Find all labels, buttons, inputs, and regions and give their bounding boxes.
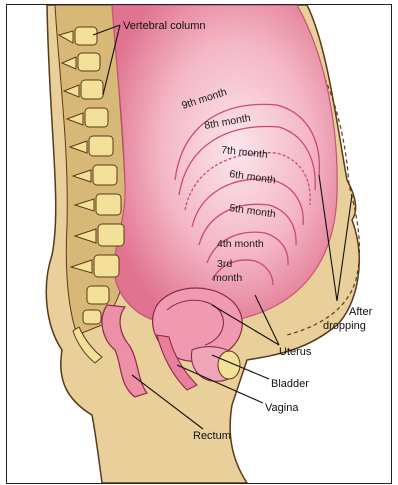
- label-vertebral-column: Vertebral column: [123, 20, 206, 32]
- label-4th-month: 4th month: [217, 238, 264, 250]
- vertebra: [89, 136, 113, 156]
- label-rectum: Rectum: [193, 430, 231, 442]
- vertebra: [87, 286, 109, 304]
- label-uterus: Uterus: [279, 346, 312, 358]
- vertebra: [96, 194, 121, 215]
- label-after: After: [349, 306, 373, 318]
- pregnancy-anatomy-diagram: Vertebral column After dropping Uterus B…: [7, 5, 391, 483]
- vertebra: [85, 108, 108, 127]
- vertebra: [81, 80, 103, 99]
- vertebra: [94, 255, 119, 277]
- diagram-frame: Vertebral column After dropping Uterus B…: [6, 4, 392, 484]
- vertebra: [93, 165, 117, 185]
- vertebra: [78, 53, 100, 71]
- vertebra: [83, 310, 101, 324]
- vertebra: [98, 224, 124, 246]
- label-bladder: Bladder: [271, 378, 309, 390]
- label-3rd-month: month: [213, 272, 242, 284]
- vertebra: [75, 27, 97, 45]
- label-vagina: Vagina: [265, 402, 299, 414]
- label-3rd: 3rd: [217, 258, 232, 270]
- label-dropping: dropping: [323, 320, 366, 332]
